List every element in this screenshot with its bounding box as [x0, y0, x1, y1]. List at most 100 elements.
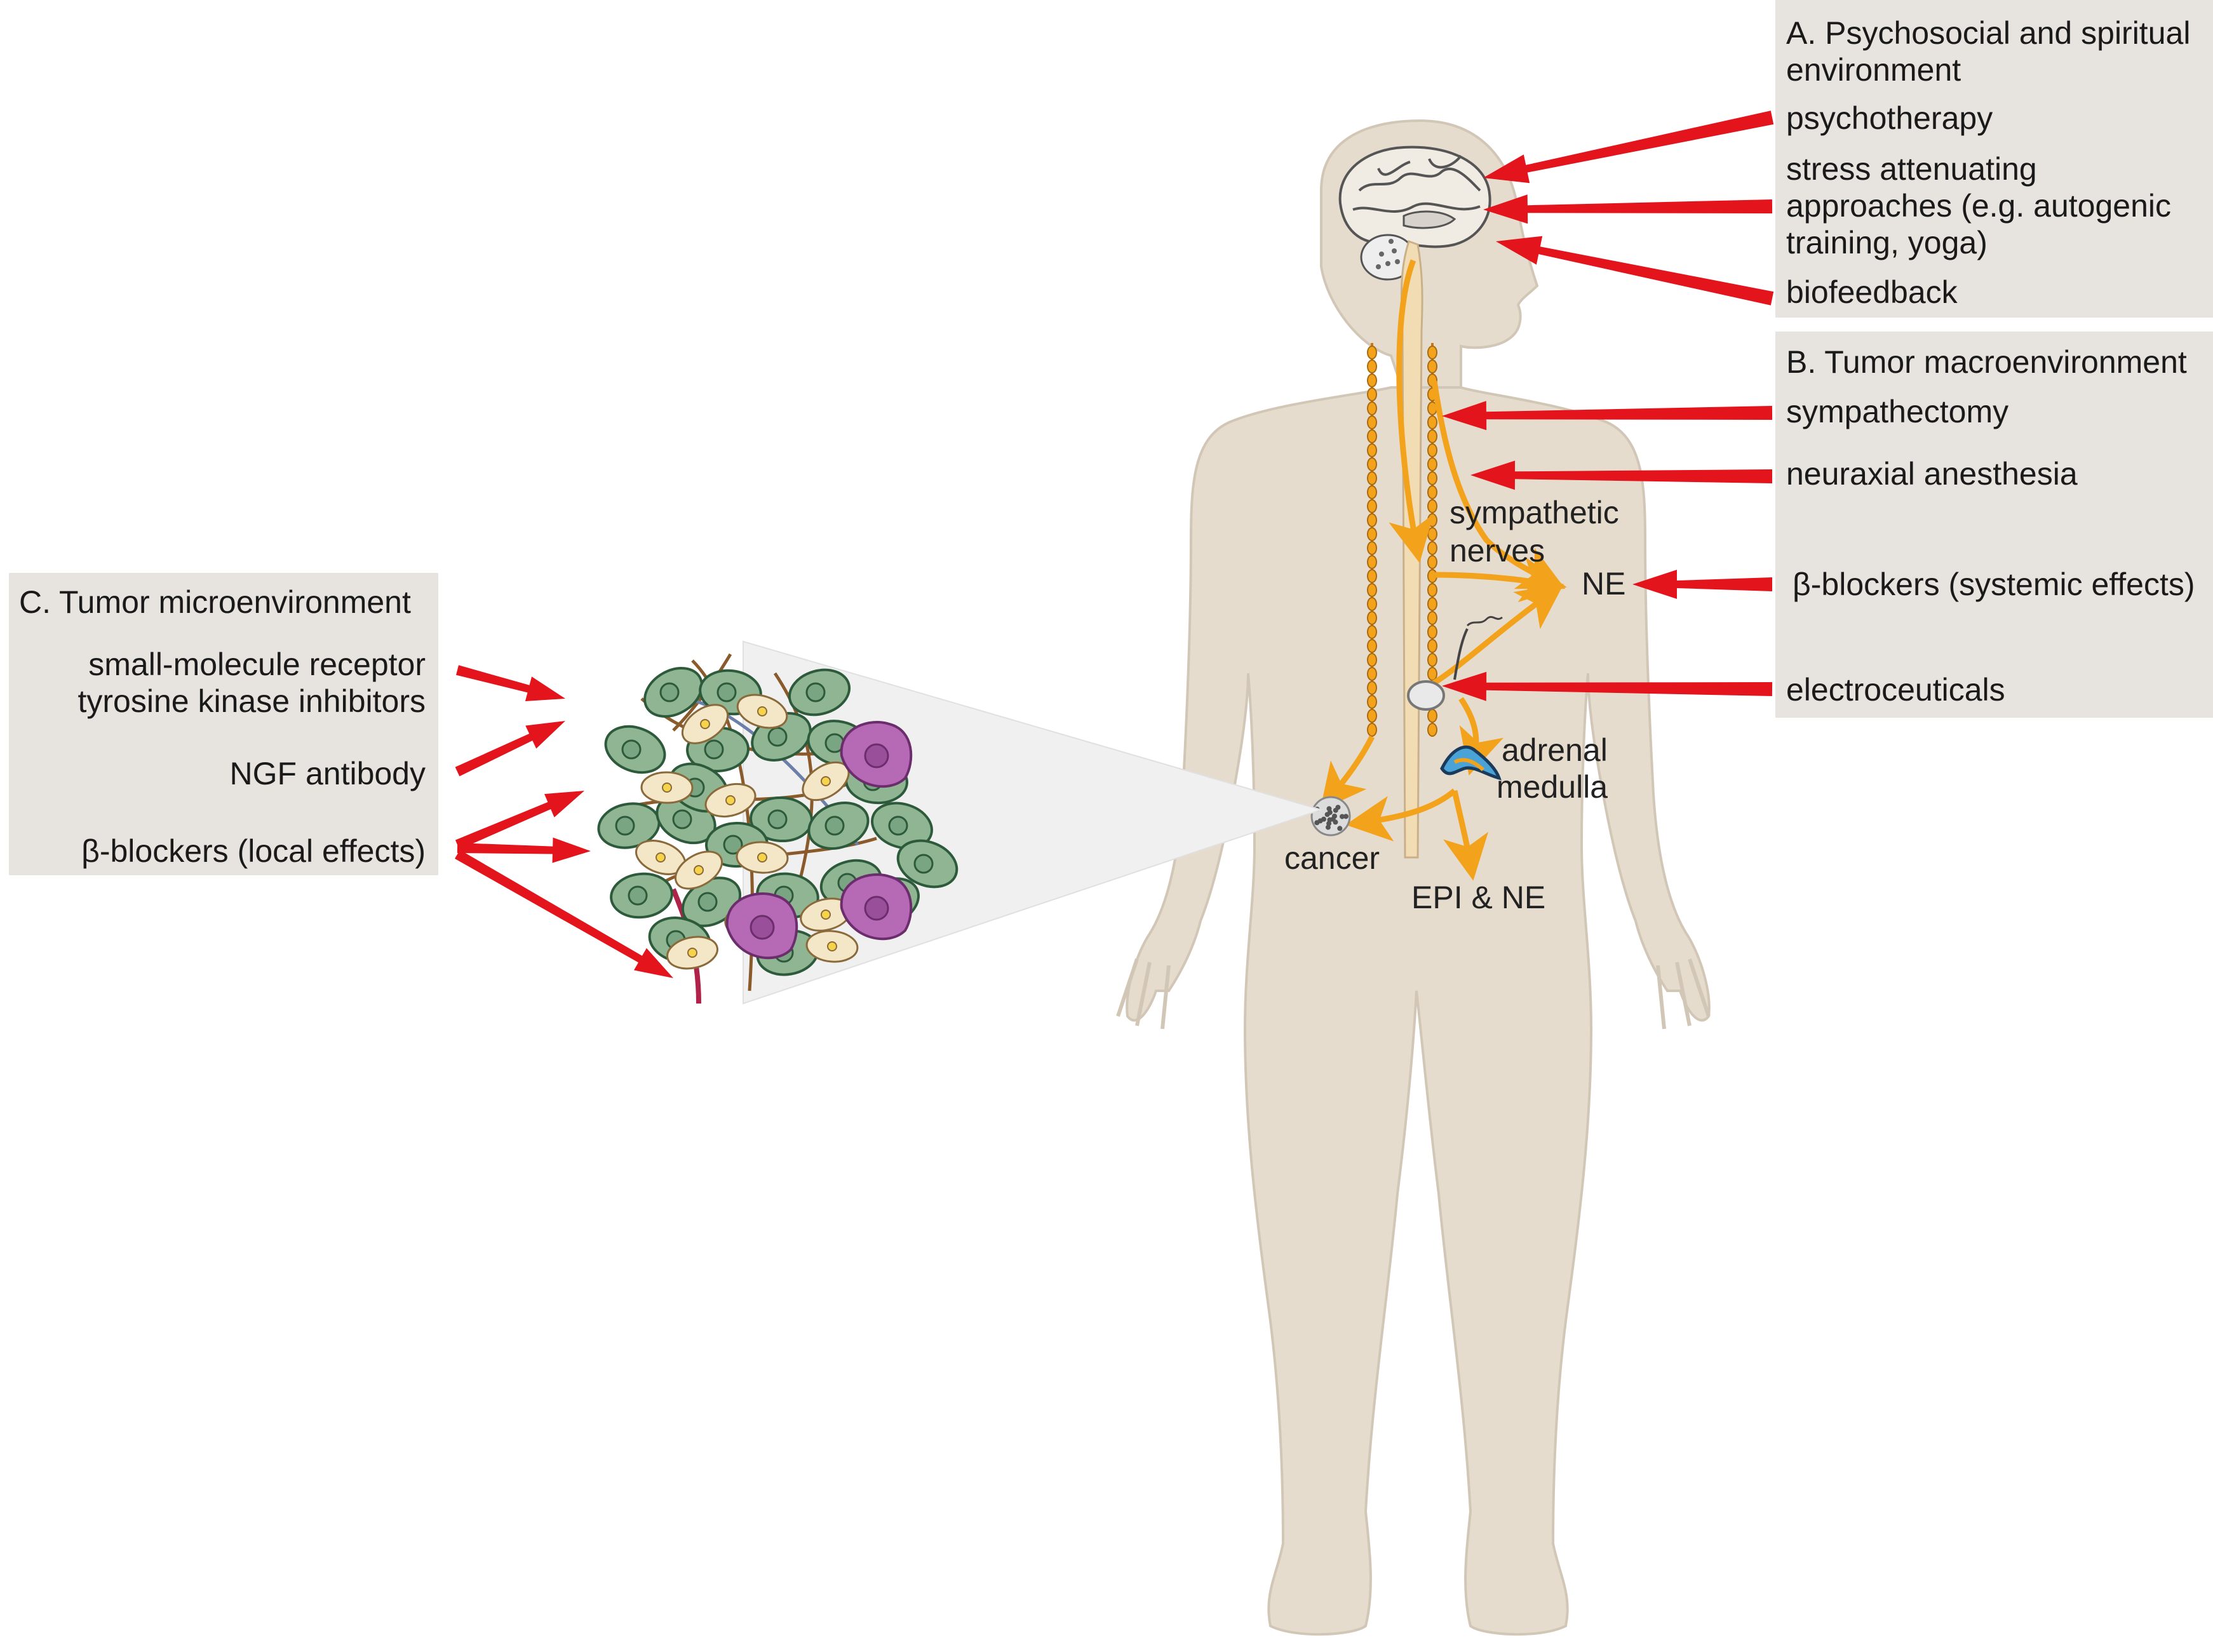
ganglion-bead [1367, 723, 1377, 737]
cell-nucleus [864, 896, 889, 921]
panel-a-title-line1: A. Psychosocial and spiritual [1786, 15, 2191, 51]
ganglion-bead [1367, 499, 1377, 513]
ganglion-bead [1367, 611, 1377, 625]
cell-nucleus [694, 865, 704, 875]
cell-nucleus [687, 948, 697, 958]
label-epi-ne: EPI & NE [1411, 880, 1546, 915]
cell-nucleus [824, 816, 845, 836]
panel-a [1775, 0, 2213, 318]
tumor-cell-dot [1339, 814, 1345, 819]
cell-nucleus [704, 739, 724, 760]
ganglion-bead [1427, 513, 1437, 527]
red-arrow [1483, 194, 1773, 224]
label-ne: NE [1582, 566, 1626, 601]
panel-c-item: NGF antibody [229, 756, 426, 791]
ganglion-bead [1427, 541, 1437, 555]
ganglion-bead [1367, 443, 1377, 457]
cell-nucleus [697, 892, 718, 912]
panel-b [1775, 332, 2213, 718]
label-sympathetic-line2: nerves [1450, 533, 1545, 568]
ganglion-bead [1367, 569, 1377, 583]
panel-a-item: stress attenuating [1786, 151, 2037, 187]
cell-nucleus [821, 776, 831, 786]
cell-nucleus [662, 782, 672, 793]
panel-c-item: small-molecule receptor [88, 647, 426, 682]
cell-nucleus [656, 852, 666, 863]
ganglion-bead [1367, 639, 1377, 653]
ganglion-bead [1427, 639, 1437, 653]
red-arrow [455, 850, 673, 978]
ganglion-bead [1367, 513, 1377, 527]
red-arrow [455, 791, 584, 850]
panel-c [9, 573, 438, 875]
ganglion-bead [1367, 527, 1377, 541]
ganglion-bead [1427, 723, 1437, 737]
panel-c-item: β-blockers (local effects) [81, 833, 426, 869]
ganglion-bead [1367, 667, 1377, 681]
ganglion-bead [1427, 499, 1437, 513]
orange-pathways [1320, 259, 1567, 881]
red-arrow [1442, 401, 1773, 431]
red-arrow [1470, 460, 1772, 490]
panel-b-item: sympathectomy [1786, 394, 2009, 429]
ganglion-bead [1427, 653, 1437, 667]
panel-c-title: C. Tumor microenvironment [19, 584, 411, 620]
nerve-coil-icon [1466, 615, 1503, 627]
cell-nucleus [723, 835, 743, 855]
nerve-fiber [1453, 628, 1469, 680]
ganglion-bead [1367, 555, 1377, 569]
ganglion-bead [1427, 471, 1437, 485]
ganglion-bead [1367, 583, 1377, 597]
ganglion-bead [1427, 457, 1437, 471]
cell-nucleus [621, 739, 642, 760]
tumor-cell-dot [1343, 814, 1349, 819]
ganglion-bead [1367, 709, 1377, 723]
panel-a-item: biofeedback [1786, 274, 1958, 310]
tumor-cell-dot [1327, 817, 1333, 823]
panel-b-item: neuraxial anesthesia [1786, 456, 2078, 492]
ganglion-bead [1427, 597, 1437, 611]
ganglion-bead [1427, 667, 1437, 681]
cell-nucleus [757, 852, 767, 863]
ganglion-bead [1367, 681, 1377, 695]
adrenal-gland-icon [1440, 745, 1502, 781]
red-arrows [455, 111, 1774, 978]
ganglion-bead [1367, 695, 1377, 709]
ganglion-bead [1427, 583, 1437, 597]
tumor-cell-dot [1327, 810, 1333, 816]
ganglion-bead [1367, 401, 1377, 415]
label-sympathetic-line1: sympathetic [1450, 495, 1619, 530]
red-arrow [1632, 570, 1772, 599]
ganglion-bead [1427, 443, 1437, 457]
ganglion-bead [1427, 569, 1437, 583]
ganglion-bead [1427, 527, 1437, 541]
ganglion-bead [1427, 415, 1437, 429]
cell-nucleus [659, 682, 680, 702]
cell-nucleus [888, 816, 908, 836]
panel-b-item: β-blockers (systemic effects) [1793, 567, 2195, 602]
ganglion-bead [1367, 415, 1377, 429]
label-adrenal-line2: medulla [1497, 769, 1608, 805]
ganglion-bead [1427, 555, 1437, 569]
tumor-cell-dot [1337, 826, 1343, 831]
ganglion-bead [1367, 597, 1377, 611]
red-arrow [1496, 236, 1774, 306]
cell-nucleus [615, 816, 635, 836]
red-arrow [1483, 111, 1774, 184]
red-arrow [455, 721, 565, 777]
ganglion-bead [1427, 625, 1437, 639]
brain-icon [1338, 145, 1491, 281]
red-arrow [1442, 671, 1773, 701]
tumor-cell-dot [1321, 816, 1326, 822]
ganglion-bead [1367, 387, 1377, 401]
cell-nucleus [767, 809, 788, 829]
label-cancer: cancer [1284, 840, 1380, 876]
cell-cluster-icon [597, 653, 959, 1004]
cell-nucleus [700, 719, 710, 729]
tumor-icon [1310, 796, 1351, 836]
ganglion-bead [1427, 429, 1437, 443]
panel-a-item: approaches (e.g. autogenic [1786, 188, 2171, 224]
cell-nucleus [827, 941, 837, 951]
